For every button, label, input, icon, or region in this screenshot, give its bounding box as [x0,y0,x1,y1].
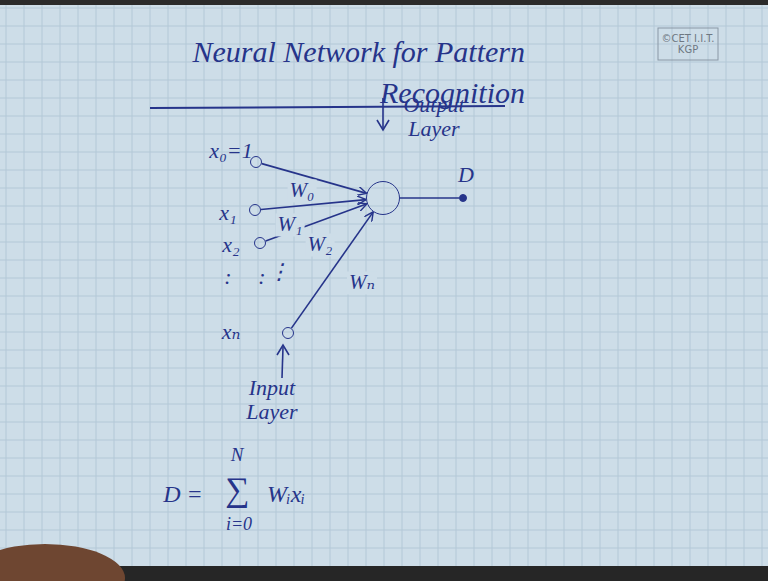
input-pointer-head [277,345,289,355]
grid-line [600,5,601,566]
grid-line [78,5,79,566]
grid-line [0,134,768,135]
grid-line [0,314,768,315]
grid-line [0,350,768,351]
grid-line [0,548,768,549]
page-title: Neural Network for Pattern Recognition [150,32,525,113]
grid-lines [0,5,768,566]
formula-part: D = [163,481,203,507]
grid-line [636,5,637,566]
grid-line [312,5,313,566]
grid-line [762,5,763,566]
grid-line [0,26,768,27]
grid-line [0,278,768,279]
output-line [400,197,459,199]
output-pointer-head [377,120,389,130]
grid-line [24,5,25,566]
output-terminal: D [459,194,467,202]
grid-line [0,206,768,207]
neuron-circle: x₀=1 [250,156,262,168]
layer-label: Input Layer [232,376,312,424]
grid-line [0,332,768,333]
grid-line [672,5,673,566]
logo-frame [658,28,718,60]
grid-line [132,5,133,566]
input-label: xₙ [222,320,241,344]
grid-line [42,5,43,566]
weight-label: W₁ [276,213,305,236]
ellipsis-dots: ⋮ [268,260,290,284]
grid-line [60,5,61,566]
hand [0,544,125,581]
grid-line [564,5,565,566]
grid-line [0,440,768,441]
grid-line [0,512,768,513]
grid-line [0,476,768,477]
grid-line [708,5,709,566]
grid-line [0,152,768,153]
grid-line [0,386,768,387]
grid-line [654,5,655,566]
input-label: x₀=1 [209,139,252,163]
grid-line [0,224,768,225]
grid-line [204,5,205,566]
grid-line [114,5,115,566]
grid-line [726,5,727,566]
top-edge [0,0,768,5]
neuron-circle: x₂ [254,237,266,249]
grid-line [0,458,768,459]
logo-text: ©CET I.I.T. KGP [660,33,716,55]
ellipsis-dots: : [224,265,231,289]
grid-line [330,5,331,566]
grid-line [0,494,768,495]
grid-line [150,5,151,566]
grid-line [0,422,768,423]
weight-label: W₂ [306,233,335,256]
grid-line [0,404,768,405]
grid-line [0,242,768,243]
grid-line [6,5,7,566]
grid-line [0,8,768,9]
grid-line [690,5,691,566]
formula-part: N [231,445,244,466]
formula-part: Wᵢxᵢ [267,481,305,507]
formula-part: ∑ [225,471,249,508]
grid-line [744,5,745,566]
neuron-circle: Output Layer [366,181,400,215]
input-label: x₁ [219,201,236,225]
layer-label: Output Layer [395,93,473,141]
grid-line [546,5,547,566]
input-pointer [282,347,283,378]
neuron-circle: xₙ [282,327,294,339]
grid-line [0,170,768,171]
weight-label: Wₙ [347,271,377,294]
input-label: x₂ [222,233,239,257]
formula-part: i=0 [226,515,252,535]
grid-line [0,296,768,297]
grid-line [0,116,768,117]
grid-line [0,368,768,369]
ellipsis-dots: : [258,265,265,289]
grid-line [618,5,619,566]
grid-line [0,530,768,531]
grid-line [0,188,768,189]
grid-line [528,5,529,566]
grid-line [0,260,768,261]
grid-line [96,5,97,566]
weight-label: W₀ [288,179,317,202]
neuron-circle: x₁ [249,204,261,216]
grid-line [582,5,583,566]
output-label: D [458,163,474,187]
grid-line [222,5,223,566]
